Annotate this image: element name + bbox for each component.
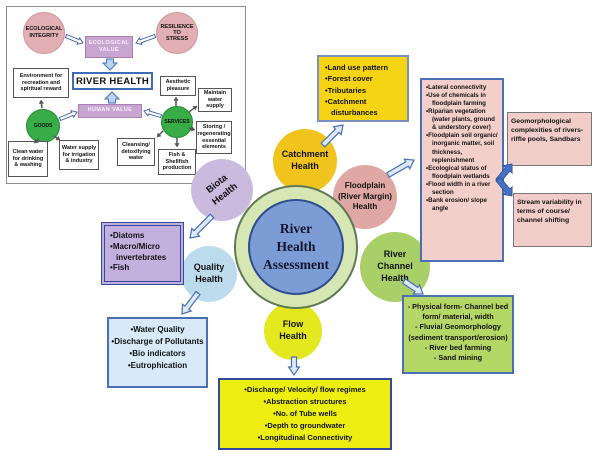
list-item: Water Quality [111, 324, 204, 336]
list-item: Bio indicators [111, 348, 204, 360]
list-item: Forest cover [325, 73, 403, 84]
flow-health-circle: Flow Health [264, 302, 322, 360]
ecological-integrity-circle: ECOLOGICAL INTEGRITY [23, 12, 65, 54]
list-item: Fish [110, 263, 178, 274]
catchment-indicators-box: Land use pattern Forest cover Tributarie… [317, 55, 409, 122]
list-item: Fluvial Geomorphology (sediment transpor… [406, 322, 510, 342]
river-health-box: RIVER HEALTH [72, 72, 153, 90]
list-item: Diatoms [110, 231, 178, 242]
aesthetic-pleasure-box: Aesthetic pleasure [160, 76, 196, 96]
flow-indicators-box: Discharge/ Velocity/ flow regimes Abstra… [218, 378, 392, 450]
river-health-assessment-circle: River Health Assessment [248, 199, 344, 295]
quality-health-circle: Quality Health [181, 246, 237, 302]
catchment-health-circle: Catchment Health [273, 129, 337, 193]
list-item: Macro/Micro invertebrates [110, 242, 178, 264]
human-value-box: HUMAN VALUE [78, 104, 142, 118]
storing-regenerating-box: Storing / regenerating essential element… [196, 121, 232, 154]
list-item: Tributaries [325, 85, 403, 96]
list-item: No. of Tube wells [222, 408, 388, 420]
list-item: Land use pattern [325, 62, 403, 73]
goods-circle: GOODS [26, 109, 60, 143]
list-item: River bed farming [406, 343, 510, 353]
list-item: Discharge of Pollutants [111, 336, 204, 348]
list-item: Physical form- Channel bed form/ materia… [406, 302, 510, 322]
ecological-value-box: ECOLOGICAL VALUE [85, 36, 133, 58]
biota-indicators-box: Diatoms Macro/Micro invertebrates Fish [101, 222, 184, 285]
resilience-to-stress-circle: RESILIENCE TO STRESS [156, 12, 198, 54]
center-title: River Health Assessment [263, 220, 329, 273]
list-item: Bank erosion/ slope angle [426, 197, 500, 213]
fish-shellfish-box: Fish & Shellfish production [158, 149, 196, 175]
list-item: Abstraction structures [222, 396, 388, 408]
quality-indicators-box: Water Quality Discharge of Pollutants Bi… [107, 317, 208, 388]
water-supply-box: Water supply for irrigation & industry [59, 140, 99, 170]
list-item: Discharge/ Velocity/ flow regimes [222, 384, 388, 396]
list-item: Lateral connectivity [426, 84, 500, 92]
biota-health-circle: Biota Health [191, 159, 253, 221]
list-item: Riparian vegetation (water plants, groun… [426, 108, 500, 132]
geomorphological-complexities-box: Geomorphological complexities of rivers-… [507, 112, 592, 166]
services-circle: SERVICES [161, 106, 193, 138]
arrow-floodplain-to-box [385, 158, 415, 179]
list-item: Floodplain soil organic/ inorganic matte… [426, 132, 500, 164]
list-item: Sand mining [406, 353, 510, 363]
list-item: Depth to groundwater [222, 420, 388, 432]
list-item: Eutrophication [111, 360, 204, 372]
biota-health-label: Biota Health [204, 172, 241, 208]
maintain-water-supply-box: Maintain water supply [198, 88, 232, 112]
stream-variability-box: Stream variability in terms of course/ c… [513, 193, 592, 247]
cleansing-water-box: Cleansing/ detoxifying water [117, 138, 155, 166]
list-item: Use of chemicals in floodplain farming [426, 92, 500, 108]
list-item: Catchment disturbances [325, 96, 403, 119]
list-item: Ecological status of floodplain wetlands [426, 165, 500, 181]
list-item: Flood width in a river section [426, 181, 500, 197]
floodplain-indicators-box: Lateral connectivity Use of chemicals in… [420, 78, 504, 262]
list-item: Longitudinal Connectivity [222, 432, 388, 444]
channel-indicators-box: Physical form- Channel bed form/ materia… [402, 295, 514, 374]
center-ring: River Health Assessment [234, 185, 358, 309]
env-recreation-box: Environment for recreation and spiritual… [13, 68, 69, 98]
clean-water-box: Clean water for drinking & washing [8, 141, 48, 177]
